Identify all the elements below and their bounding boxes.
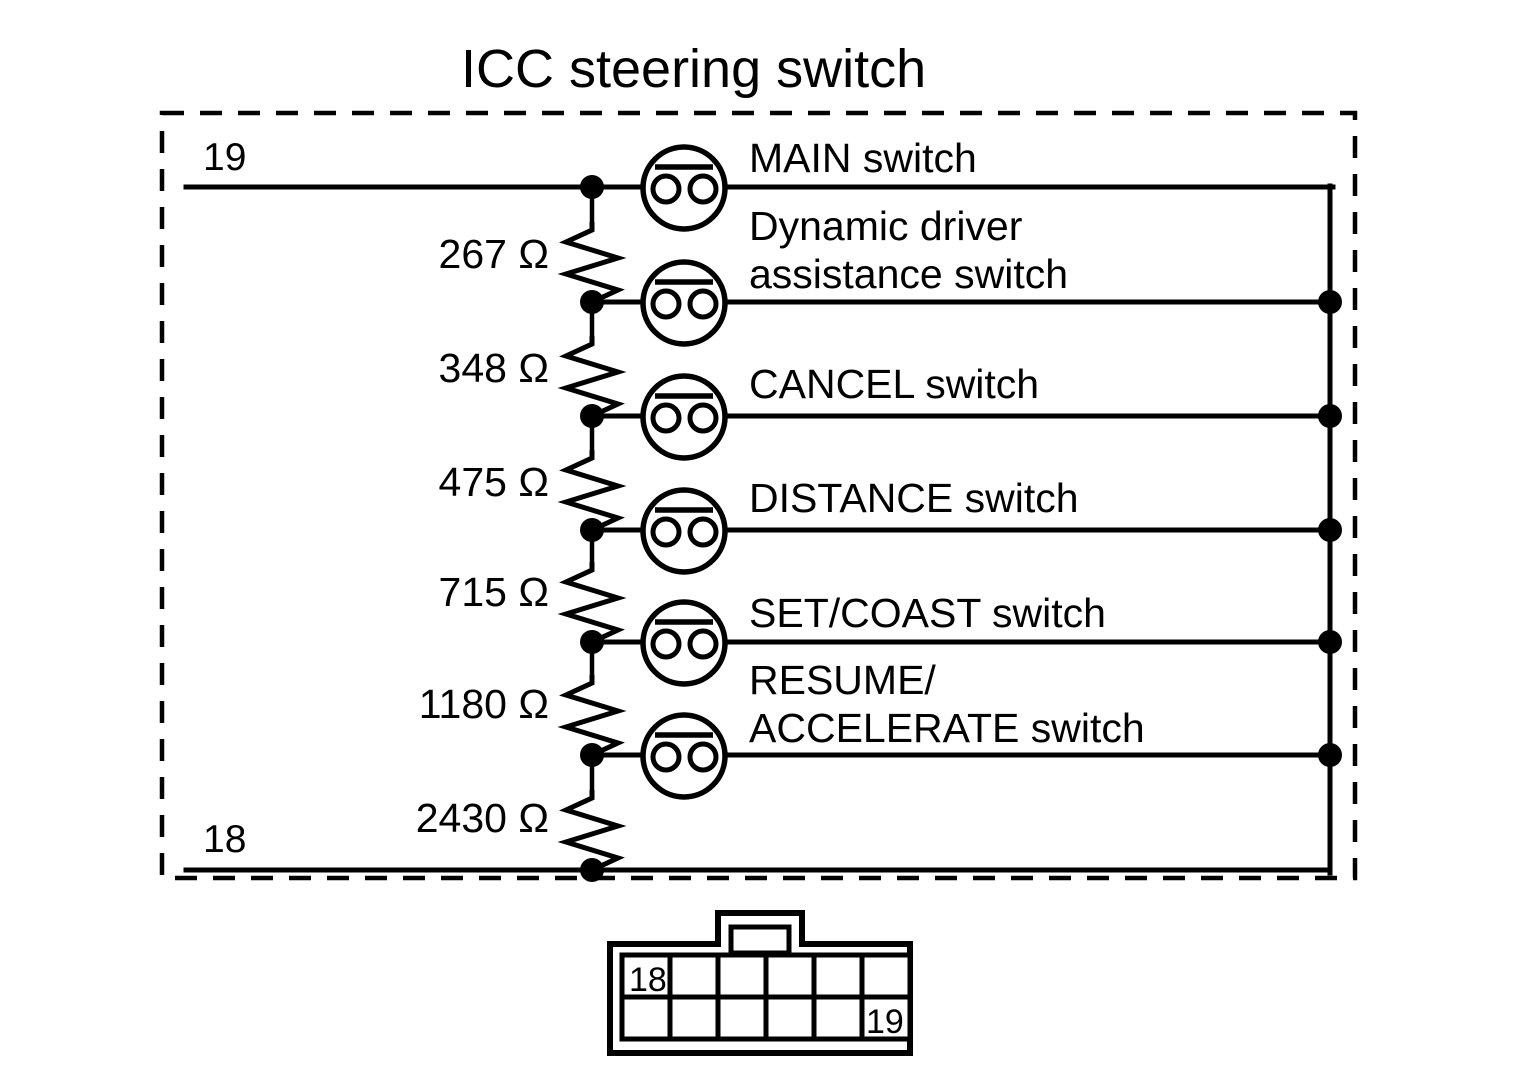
connector-pin-r1c4[interactable]	[811, 994, 865, 1042]
switch-row-resume-accelerate[interactable]: RESUME/ ACCELERATE switch	[589, 657, 1336, 800]
connector-pin-r1c0[interactable]	[619, 994, 673, 1042]
connector-pin-r0c3[interactable]	[763, 952, 817, 1000]
connector-pin-r1c3[interactable]	[763, 994, 817, 1042]
page-title: ICC steering switch	[461, 39, 926, 99]
connector-pin-r0c2[interactable]	[715, 952, 769, 1000]
switch-contact-left-resume	[650, 741, 682, 773]
switch-contact-left-distance	[650, 516, 682, 548]
resistor-label-267: 267 Ω	[439, 231, 549, 277]
switch-contact-left-main	[650, 173, 682, 205]
resistor-symbol-348	[557, 336, 627, 419]
junction-dot-right-3	[1318, 518, 1342, 542]
resistor-label-2430: 2430 Ω	[416, 795, 549, 841]
switch-contact-right-resume	[687, 741, 719, 773]
junction-dot-left-4	[580, 630, 604, 654]
switch-row-cancel[interactable]: CANCEL switch	[589, 361, 1336, 461]
switch-row-set-coast[interactable]: SET/COAST switch	[589, 590, 1336, 687]
connector-pin-grid	[619, 952, 913, 1042]
junction-dots-left	[580, 175, 604, 882]
connector-pin-label-19: 19	[866, 1003, 904, 1041]
switch-contact-right-distance	[687, 516, 719, 548]
connector-pin-r1c2[interactable]	[715, 994, 769, 1042]
switch-label-dynamic-driver-line1: Dynamic driver	[749, 203, 1022, 249]
switch-label-resume-line1: RESUME/	[749, 657, 936, 703]
connector-pin-r0c1[interactable]	[667, 952, 721, 1000]
junction-dot-left-0	[580, 175, 604, 199]
switch-label-distance: DISTANCE switch	[749, 475, 1079, 521]
junction-dot-right-4	[1318, 630, 1342, 654]
switch-label-cancel: CANCEL switch	[749, 361, 1039, 407]
switch-row-main[interactable]: MAIN switch	[589, 135, 1336, 232]
switch-contact-right-setcoast	[687, 628, 719, 660]
switch-row-distance[interactable]: DISTANCE switch	[589, 475, 1336, 575]
switch-contact-left-dda	[650, 288, 682, 320]
resistor-label-1180: 1180 Ω	[419, 681, 549, 727]
harness-connector[interactable]: 18 19	[607, 910, 913, 1056]
resistor-label-475: 475 Ω	[439, 459, 549, 505]
junction-dot-left-3	[580, 518, 604, 542]
junction-dot-left-2	[580, 404, 604, 428]
connector-pin-r1c5[interactable]	[859, 994, 913, 1042]
switch-contact-left-cancel	[650, 402, 682, 434]
switch-row-dynamic-driver-assistance[interactable]: Dynamic driver assistance switch	[589, 203, 1336, 347]
switch-label-main: MAIN switch	[749, 135, 977, 181]
resistor-label-715: 715 Ω	[439, 569, 549, 615]
junction-dot-left-6	[580, 858, 604, 882]
switch-contact-right-dda	[687, 288, 719, 320]
resistor-symbol-475	[557, 450, 627, 533]
junction-dots-right	[1318, 290, 1342, 767]
connector-tab	[728, 924, 792, 956]
switch-label-resume-line2: ACCELERATE switch	[749, 705, 1145, 751]
junction-dot-right-2	[1318, 404, 1342, 428]
junction-dot-left-5	[580, 743, 604, 767]
resistor-symbol-1180	[557, 675, 627, 758]
switch-label-set-coast: SET/COAST switch	[749, 590, 1106, 636]
junction-dot-right-5	[1318, 743, 1342, 767]
resistor-symbol-2430	[557, 790, 627, 873]
resistor-symbol-267	[557, 222, 627, 305]
connector-pin-r0c4[interactable]	[811, 952, 865, 1000]
connector-pin-label-18: 18	[629, 961, 667, 999]
switch-contact-right-cancel	[687, 402, 719, 434]
resistor-label-348: 348 Ω	[439, 345, 549, 391]
connector-pin-r0c5[interactable]	[859, 952, 913, 1000]
junction-dot-right-1	[1318, 290, 1342, 314]
terminal-label-19: 19	[203, 136, 246, 179]
enclosure-boundary	[159, 110, 1358, 881]
switch-contact-right-main	[687, 173, 719, 205]
connector-pin-r1c1[interactable]	[667, 994, 721, 1042]
switch-label-dynamic-driver-line2: assistance switch	[749, 251, 1068, 297]
switch-contact-left-setcoast	[650, 628, 682, 660]
terminal-label-18: 18	[203, 818, 246, 861]
junction-dot-left-1	[580, 290, 604, 314]
resistor-symbol-715	[557, 562, 627, 645]
